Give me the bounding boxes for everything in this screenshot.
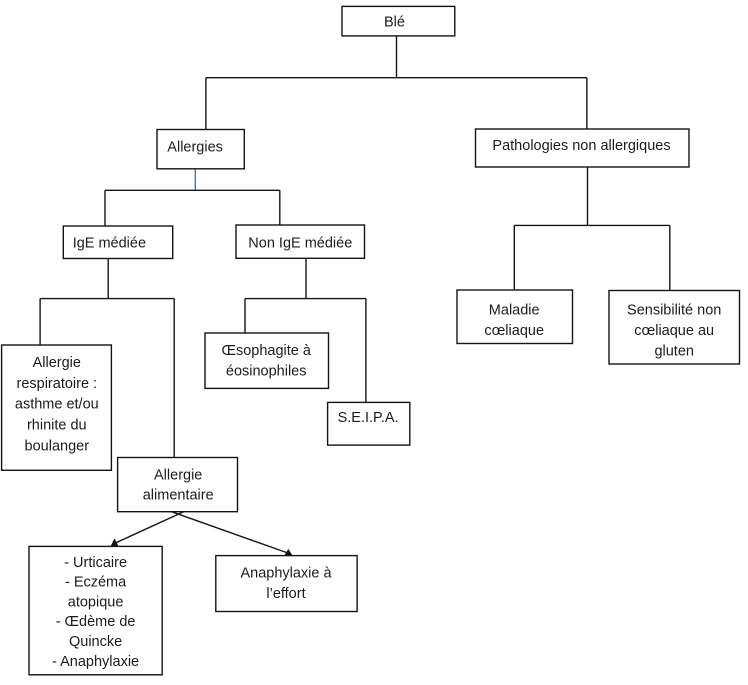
svg-text:Allergies: Allergies (167, 140, 223, 156)
svg-text:Non IgE médiée: Non IgE médiée (248, 236, 352, 252)
svg-text:- Urticaire: - Urticaire (64, 555, 127, 571)
svg-text:S.E.I.P.A.: S.E.I.P.A. (338, 410, 399, 426)
svg-text:alimentaire: alimentaire (143, 488, 214, 504)
svg-text:atopique: atopique (68, 594, 124, 610)
svg-text:- Œdème de: - Œdème de (56, 614, 136, 630)
svg-text:Quincke: Quincke (69, 634, 122, 650)
svg-text:éosinophiles: éosinophiles (226, 364, 307, 380)
svg-text:boulanger: boulanger (25, 439, 90, 455)
svg-text:Allergie: Allergie (33, 355, 81, 371)
svg-text:gluten: gluten (654, 344, 694, 360)
svg-text:respiratoire :: respiratoire : (17, 376, 98, 392)
svg-text:- Eczéma: - Eczéma (65, 575, 127, 591)
svg-text:cœliaque: cœliaque (484, 323, 544, 339)
svg-text:l’effort: l’effort (266, 586, 305, 602)
svg-text:cœliaque au: cœliaque au (634, 323, 714, 339)
svg-text:Blé: Blé (384, 15, 405, 31)
svg-text:asthme et/ou: asthme et/ou (15, 397, 99, 413)
svg-text:Œsophagite à: Œsophagite à (221, 343, 311, 359)
svg-text:Maladie: Maladie (489, 303, 540, 319)
svg-text:Sensibilité non: Sensibilité non (627, 303, 721, 319)
svg-text:Allergie: Allergie (154, 467, 202, 483)
svg-text:rhinite du: rhinite du (27, 418, 87, 434)
svg-text:Anaphylaxie à: Anaphylaxie à (240, 566, 332, 582)
svg-text:IgE médiée: IgE médiée (73, 236, 146, 252)
svg-text:Pathologies non allergiques: Pathologies non allergiques (492, 138, 670, 154)
svg-text:- Anaphylaxie: - Anaphylaxie (52, 654, 139, 670)
